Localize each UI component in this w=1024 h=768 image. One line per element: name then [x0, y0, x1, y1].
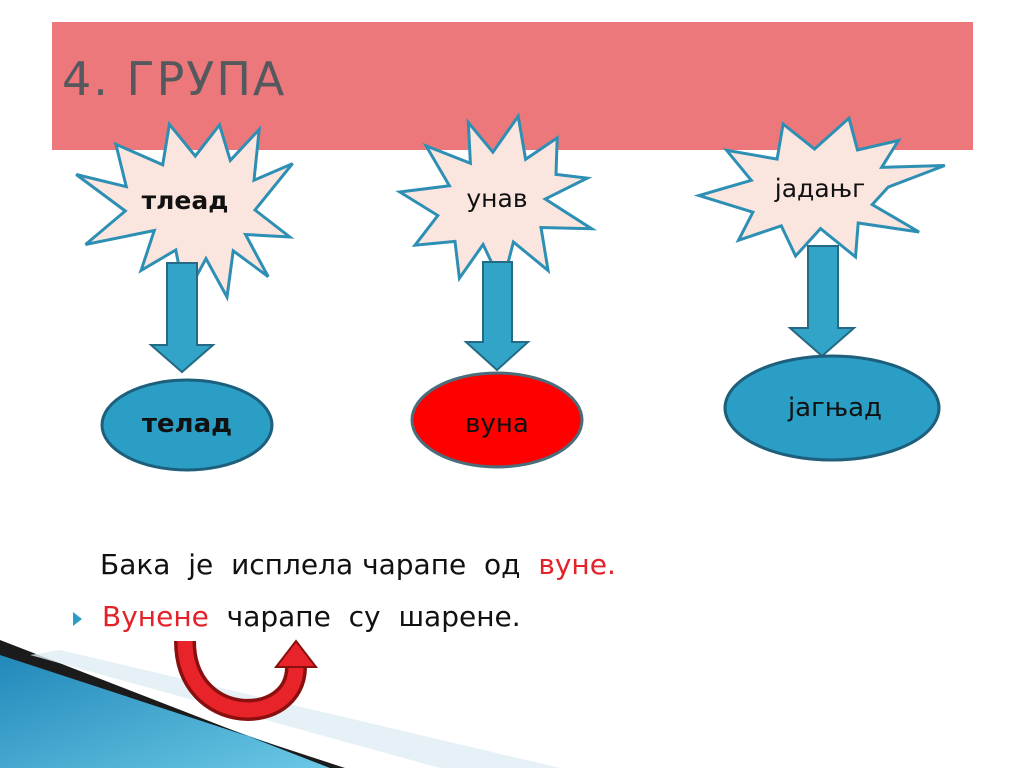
star-shape-1	[75, 120, 295, 302]
sentence-2-word: су	[348, 600, 381, 633]
star-shape-3	[693, 115, 946, 260]
star-shape-2	[395, 112, 598, 290]
arrow-shape-3	[787, 245, 857, 358]
answer-word-2: вуна	[465, 409, 529, 439]
sentence-1-word: Бака	[100, 548, 171, 581]
oval-shape-3	[723, 354, 941, 462]
sentence-1-word: је	[188, 548, 214, 581]
bullet-arrow-icon	[73, 612, 82, 626]
sentence-1-word: од	[484, 548, 521, 581]
oval-shape-2	[410, 371, 584, 469]
sentence-1: Бака је исплела чарапе од вуне.	[100, 548, 616, 581]
scrambled-word-2: унав	[466, 184, 528, 213]
oval-shape-1	[100, 378, 274, 472]
arrow-shape-2	[463, 261, 531, 372]
sentence-2-word: чарапе	[226, 600, 331, 633]
slide-title: 4. ГРУПА	[62, 52, 287, 106]
red-arrow-head	[273, 639, 319, 668]
sentence-2-end: .	[511, 600, 521, 633]
sentence-2-highlight: Вунене	[102, 600, 209, 633]
sentence-1-word: чарапе	[362, 548, 467, 581]
answer-word-1: телад	[141, 409, 233, 439]
sentence-2-word: шарене	[398, 600, 512, 633]
scrambled-word-3: јадањг	[774, 174, 866, 203]
scrambled-word-1: тлеад	[141, 186, 229, 215]
sentence-1-word: исплела	[231, 548, 354, 581]
arrow-shape-1	[148, 262, 216, 374]
answer-word-3: јагњад	[787, 393, 883, 423]
sentence-1-highlight: вуне.	[538, 548, 616, 581]
sentence-2: Вунене чарапе су шарене.	[102, 600, 521, 633]
